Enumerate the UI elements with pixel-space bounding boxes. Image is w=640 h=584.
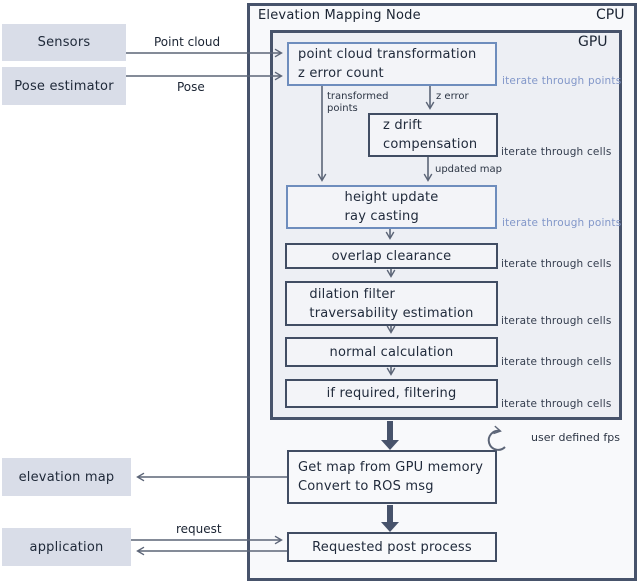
node-dilation-filter: dilation filter traversability estimatio… (285, 281, 498, 326)
node-sensors-label: Sensors (37, 35, 91, 50)
node-overlap-clearance: overlap clearance (285, 243, 498, 269)
cpu-region-label: CPU (596, 7, 625, 23)
node-application: application (2, 528, 131, 566)
node-z-drift-compensation: z drift compensation (368, 113, 498, 157)
edge-label-updated-map: updated map (435, 164, 502, 175)
edge-label-transformed-points-line1: transformed (327, 91, 389, 102)
node-elevation-map: elevation map (2, 458, 131, 496)
node-height-update: height update ray casting (286, 185, 497, 229)
annotation-iterate-cells-3: iterate through cells (501, 315, 612, 327)
node-height-update-line1: height update (344, 190, 439, 205)
edge-label-point-cloud: Point cloud (154, 35, 221, 49)
edge-label-transformed-points-line2: points (327, 103, 358, 114)
node-pose-estimator-label: Pose estimator (14, 78, 114, 94)
node-height-update-text: height update ray casting (345, 188, 439, 226)
node-point-cloud-line2: z error count (298, 66, 384, 81)
diagram-title: Elevation Mapping Node (258, 8, 421, 23)
node-point-cloud-line1: point cloud transformation (298, 47, 477, 62)
node-get-map-line2: Convert to ROS msg (298, 479, 434, 494)
node-pose-estimator: Pose estimator (2, 67, 126, 105)
node-dilation-line2: traversability estimation (309, 305, 474, 321)
node-dilation-line1: dilation filter (309, 286, 396, 302)
node-requested-post-process: Requested post process (287, 532, 497, 562)
edge-label-pose: Pose (177, 80, 205, 94)
node-z-drift-line2: compensation (383, 137, 478, 152)
annotation-iterate-cells-5: iterate through cells (501, 398, 612, 410)
node-filtering-label: if required, filtering (326, 386, 457, 401)
edge-label-user-defined-fps: user defined fps (531, 431, 620, 444)
annotation-iterate-points-1: iterate through points (502, 75, 622, 87)
edge-label-z-error: z error (436, 91, 469, 102)
gpu-region-label: GPU (578, 34, 608, 50)
edge-label-transformed-points: transformed points (327, 91, 389, 115)
edge-label-request: request (176, 522, 222, 536)
node-filtering: if required, filtering (285, 379, 498, 408)
annotation-iterate-points-2: iterate through points (502, 217, 622, 229)
node-z-drift-line1: z drift (383, 118, 423, 133)
node-sensors: Sensors (2, 24, 126, 61)
node-elevation-map-label: elevation map (18, 469, 115, 485)
node-post-process-label: Requested post process (312, 539, 472, 555)
annotation-iterate-cells-2: iterate through cells (501, 258, 612, 270)
node-height-update-line2: ray casting (344, 209, 419, 224)
node-point-cloud-transformation: point cloud transformation z error count (287, 42, 497, 86)
annotation-iterate-cells-4: iterate through cells (501, 356, 612, 368)
node-get-map-line1: Get map from GPU memory (298, 460, 484, 475)
node-get-map: Get map from GPU memory Convert to ROS m… (287, 450, 497, 504)
node-application-label: application (29, 539, 104, 555)
node-overlap-label: overlap clearance (331, 248, 452, 264)
node-normal-label: normal calculation (329, 344, 454, 360)
node-normal-calculation: normal calculation (285, 337, 498, 367)
node-dilation-text: dilation filter traversability estimatio… (309, 285, 473, 323)
annotation-iterate-cells-1: iterate through cells (501, 146, 612, 158)
